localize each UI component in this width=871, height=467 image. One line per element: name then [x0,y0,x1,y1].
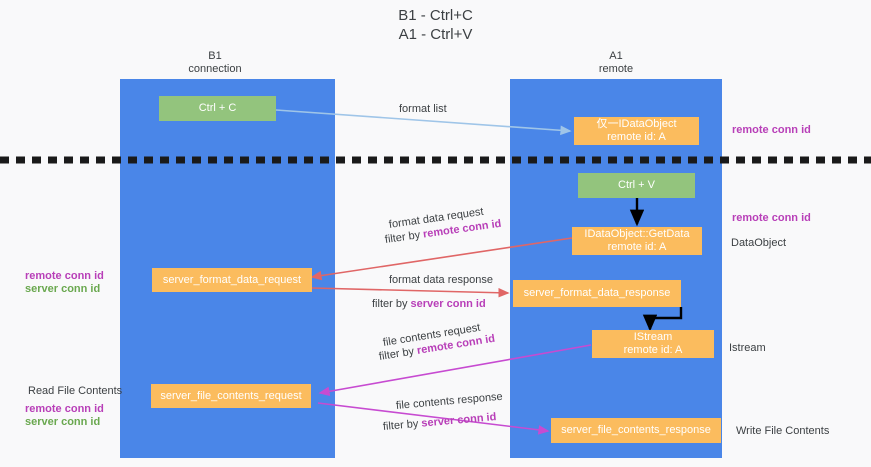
side-label-remote-conn-id-mid: remote conn id [732,212,811,224]
column-header-a1: A1 remote [598,50,634,75]
side-label-left-remote-conn-id-bottom: remote conn id [25,403,104,415]
arrow-label-format-list: format list [399,103,447,115]
filter-prefix: filter by [372,298,411,310]
arrow-label-file-contents-response: file contents response [395,390,504,412]
column-header-b1: B1 connection [188,50,242,75]
side-label-left-server-conn-id-mid: server conn id [25,283,101,295]
side-label-read-file-contents: Read File Contents [28,385,123,397]
box-server-format-data-request[interactable]: server_format_data_request [152,268,312,292]
side-label-left-server-conn-id-bottom: server conn id [25,416,101,428]
box-ctrl-v[interactable]: Ctrl + V [578,173,695,198]
box-server-file-contents-request[interactable]: server_file_contents_request [151,384,311,408]
box-idataobject-getdata[interactable]: IDataObject::GetData remote id: A [572,227,702,255]
side-label-write-file-contents: Write File Contents [736,425,830,437]
arrow-label-file-contents-response-filter: filter by server conn id [382,410,497,434]
filter-prefix: filter by [384,228,424,246]
arrow-label-format-data-response-filter: filter by server conn id [372,297,486,311]
box-server-format-data-response[interactable]: server_format_data_response [513,280,681,307]
box-ctrl-c[interactable]: Ctrl + C [159,96,276,121]
side-label-left-remote-conn-id-mid: remote conn id [25,270,104,282]
side-label-dataobject: DataObject [731,237,787,249]
box-server-file-contents-response[interactable]: server_file_contents_response [551,418,721,443]
box-idataobject-top[interactable]: 仅⼀IDataObject remote id: A [574,117,699,145]
filter-key: server conn id [410,298,486,310]
arrow-label-format-data-response: format data response [389,274,493,286]
filter-key: server conn id [420,411,497,430]
side-label-remote-conn-id-top: remote conn id [732,124,811,136]
side-label-istream: Istream [729,342,766,354]
box-istream[interactable]: IStream remote id: A [592,330,714,358]
diagram-title: B1 - Ctrl+C A1 - Ctrl+V [398,7,473,43]
filter-prefix: filter by [382,417,422,433]
